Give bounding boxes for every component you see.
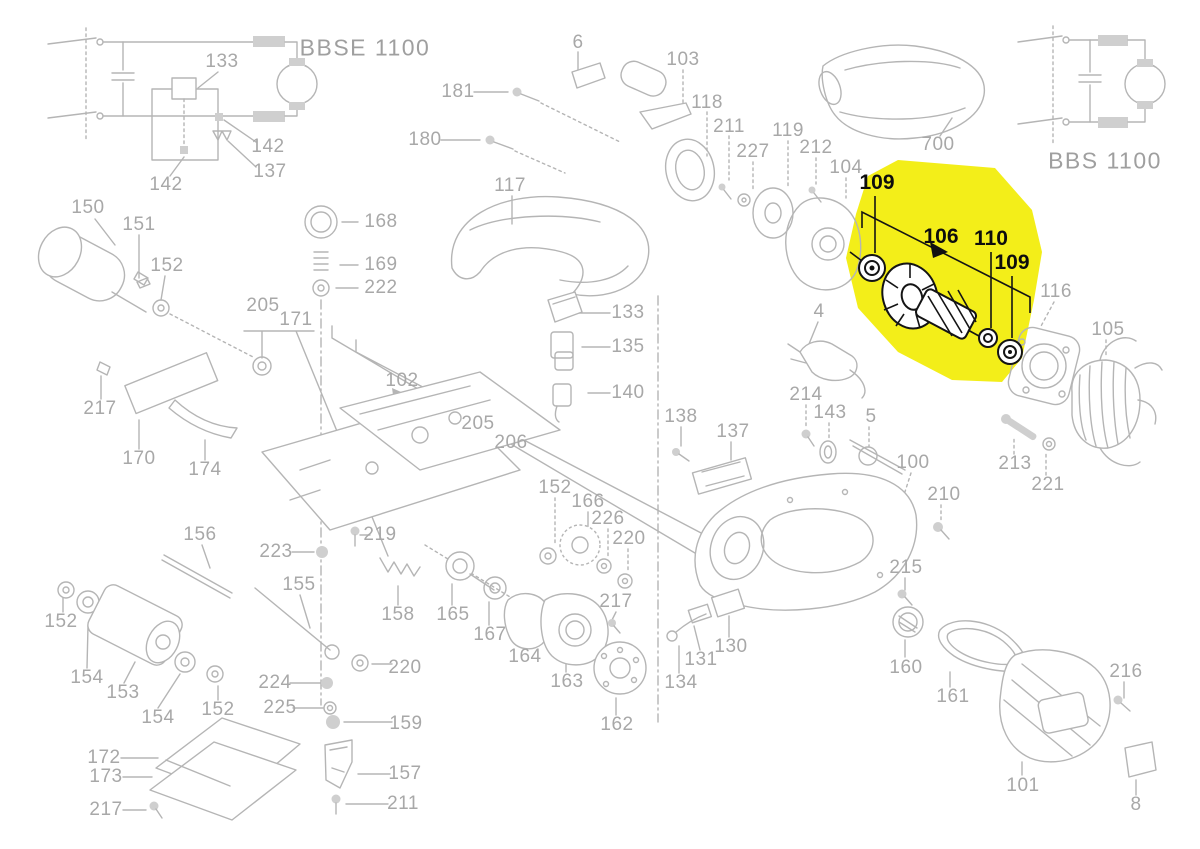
bbse-circuit-drawing: [47, 27, 318, 177]
switch-parts-drawings: [547, 291, 583, 423]
gear-train-drawing: [351, 524, 647, 695]
bearing-flange-drawing: [1001, 326, 1081, 451]
bbs-circuit-drawing: [1017, 25, 1166, 145]
dust-bag-drawing: [818, 44, 986, 140]
base-plates-drawing: [149, 717, 301, 821]
main-housing-drawing: [694, 472, 918, 611]
belt-cover-drawing: [999, 649, 1157, 778]
armature-assembly-drawing: [849, 196, 1031, 365]
belt-drawing: [937, 620, 1027, 672]
field-stator-drawing: [1071, 337, 1163, 467]
leader-lines: [62, 51, 1137, 811]
front-roller-drawing: [37, 226, 256, 359]
housing-screws-drawings: [892, 522, 950, 638]
pin-151-drawing: [136, 277, 151, 289]
power-plug-drawing: [787, 340, 906, 475]
carbon-brush-drawings: [666, 588, 746, 642]
fan-housing-drawings: [664, 138, 862, 291]
rear-roller-drawing: [57, 554, 340, 683]
base-frame-drawing: [261, 371, 561, 531]
cord-clamp-drawing: [672, 448, 753, 495]
top-small-parts-drawings: [485, 60, 692, 174]
adjust-knob-drawing: [304, 205, 338, 706]
highlight-region: [846, 160, 1042, 382]
handle-drawing: [450, 195, 650, 297]
fastener-column-drawings: [316, 526, 360, 815]
tracking-bracket-drawing: [96, 352, 272, 439]
